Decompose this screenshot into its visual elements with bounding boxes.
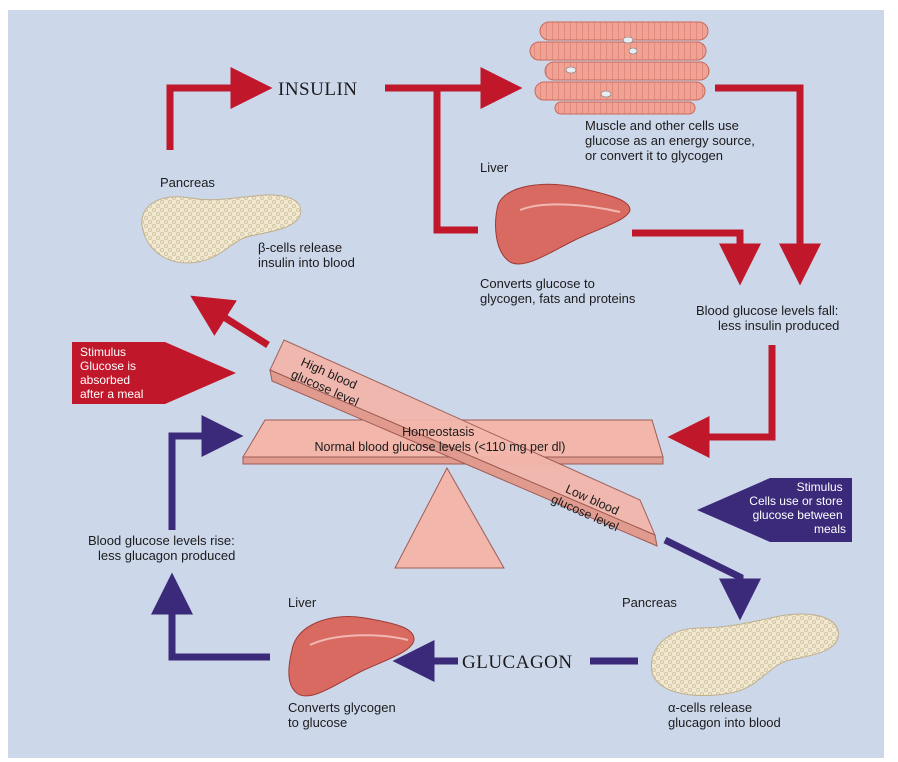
liver-bottom-title: Liver <box>288 595 317 610</box>
pancreas-bottom-title: Pancreas <box>622 595 677 610</box>
glucose-fall-caption: Blood glucose levels fall: less insulin … <box>696 303 842 333</box>
stimulus-high-text: Stimulus Glucose is absorbed after a mea… <box>80 345 143 401</box>
alpha-cells-caption: α-cells release glucagon into blood <box>668 700 781 730</box>
arrow-liver-to-fall <box>632 229 761 286</box>
arrow-low-to-pancreas <box>663 536 761 621</box>
seesaw-fulcrum <box>394 466 505 569</box>
seesaw <box>242 339 664 569</box>
liver-top-title: Liver <box>480 160 509 175</box>
arrow-pancreas-to-insulin <box>166 67 273 150</box>
arrow-rise-to-homeostasis <box>168 415 244 530</box>
arrow-liver-to-rise <box>151 572 270 661</box>
insulin-label: INSULIN <box>278 79 358 100</box>
liver-bottom-caption: Converts glycogen to glucose <box>288 700 399 730</box>
pancreas-bottom-illustration <box>651 613 839 697</box>
arrow-insulin-to-liver <box>433 88 478 234</box>
stimulus-low-box <box>697 478 852 542</box>
muscle-caption: Muscle and other cells use glucose as an… <box>585 118 758 163</box>
glucagon-label: GLUCAGON <box>462 652 573 673</box>
arrow-fall-to-homeostasis <box>667 345 776 458</box>
glucose-rise-caption: Blood glucose levels rise: less glucagon… <box>88 533 238 563</box>
pancreas-top-illustration <box>141 194 302 264</box>
arrow-muscle-to-fall <box>715 84 821 286</box>
muscle-cells-illustration <box>529 21 710 115</box>
liver-top-caption: Converts glucose to glycogen, fats and p… <box>480 276 636 306</box>
beta-cells-caption: β-cells release insulin into blood <box>258 240 355 270</box>
arrow-high-to-pancreas <box>190 295 270 348</box>
stimulus-high-box <box>72 342 236 404</box>
homeostasis-label: Homeostasis Normal blood glucose levels … <box>315 425 566 454</box>
liver-top-illustration <box>495 183 631 265</box>
pancreas-top-title: Pancreas <box>160 175 215 190</box>
stimulus-low-text: Stimulus Cells use or store glucose betw… <box>749 480 846 536</box>
